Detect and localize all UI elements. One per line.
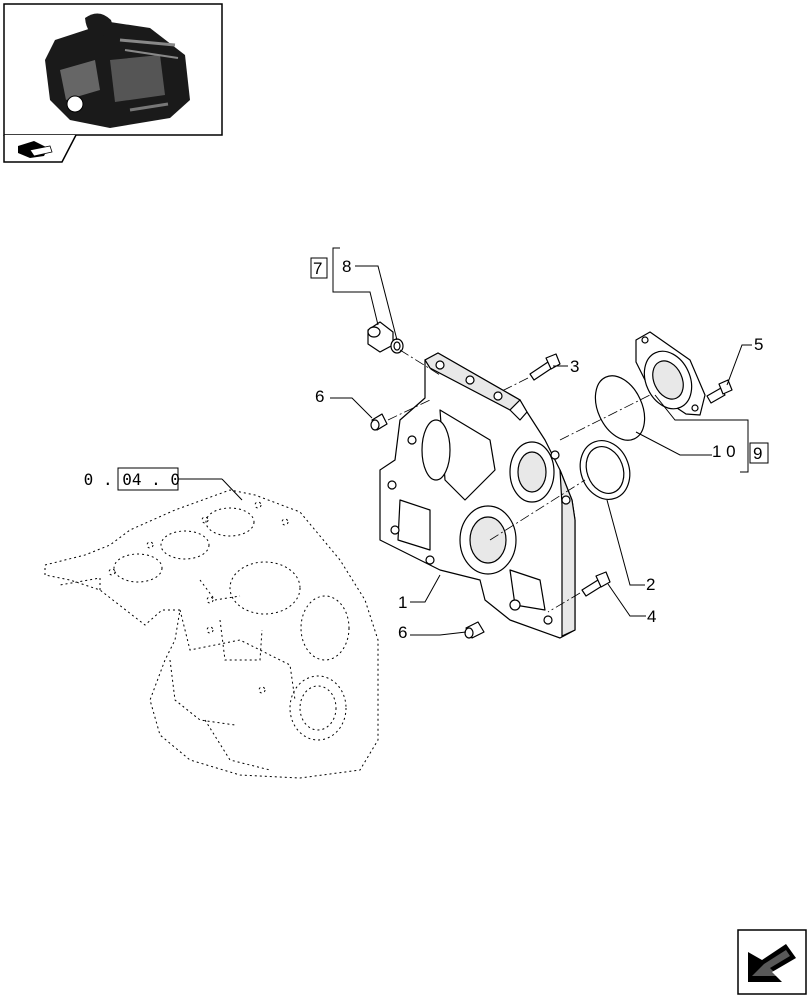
section-reference-code: 0 . 04 . 0	[84, 470, 180, 489]
dowel-upper[interactable]	[370, 413, 388, 431]
callout-10: 1 0	[712, 442, 736, 461]
callout-8: 8	[342, 257, 351, 276]
engine-thumbnail-icon	[45, 13, 190, 128]
kit-box-7: 7	[313, 259, 322, 278]
engine-block-outline	[44, 489, 379, 779]
section-reference[interactable]: 0 . 04 . 0	[84, 467, 243, 501]
cover-plate-screw[interactable]	[706, 379, 733, 404]
engine-section-icon	[18, 141, 53, 158]
plug-and-seal[interactable]	[367, 321, 404, 354]
kit-box-9: 9	[753, 444, 762, 463]
dowel-lower[interactable]	[464, 621, 485, 639]
callout-2: 2	[646, 575, 655, 594]
callout-4: 4	[647, 607, 656, 626]
callout-3: 3	[570, 357, 579, 376]
bolt-lower[interactable]	[581, 571, 611, 597]
front-seal-ring[interactable]	[572, 434, 638, 507]
timing-cover-part[interactable]	[379, 352, 576, 639]
callout-1: 1	[398, 593, 407, 612]
engine-thumbnail[interactable]	[3, 3, 223, 163]
bolt-upper[interactable]	[529, 353, 561, 381]
callout-6-lower: 6	[398, 623, 407, 642]
next-page-button[interactable]	[737, 929, 807, 995]
callout-5: 5	[754, 335, 763, 354]
cover-plate[interactable]	[635, 331, 706, 416]
next-page-arrow-icon	[748, 944, 796, 982]
o-ring[interactable]	[586, 368, 655, 448]
callout-6-upper: 6	[315, 387, 324, 406]
